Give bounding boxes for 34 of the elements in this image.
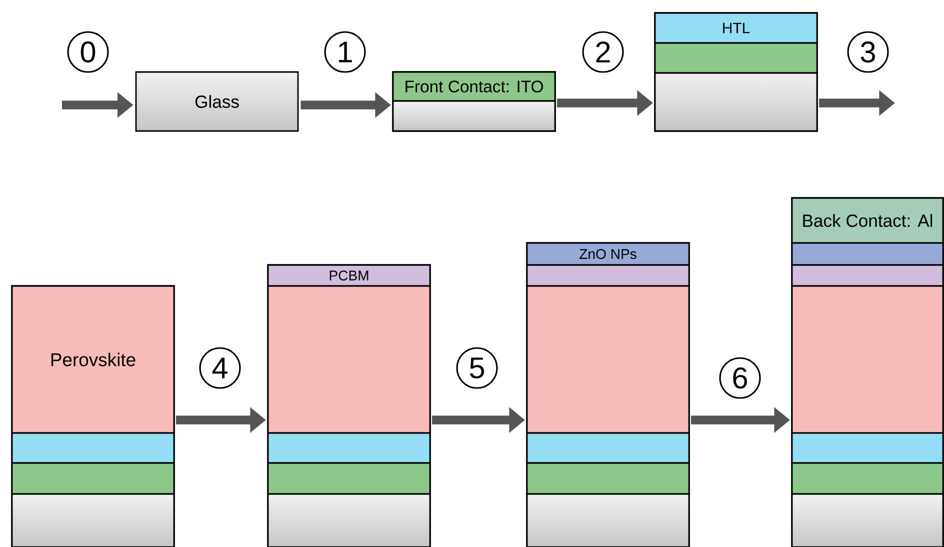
layer-band [791, 264, 944, 287]
layer-band [526, 462, 690, 495]
layer-band [791, 493, 944, 547]
layer-band [654, 42, 818, 74]
layer-band: Front Contact: ITO [392, 71, 556, 102]
layer-stack [11, 285, 175, 547]
layer-band [526, 285, 690, 434]
layer-band [791, 432, 944, 464]
layer-band [791, 285, 944, 434]
layer-band [267, 462, 431, 495]
layer-stack [654, 12, 818, 132]
layer-stack [267, 264, 431, 547]
layer-band [392, 100, 556, 132]
layer-band [267, 493, 431, 547]
layer-band: Back Contact: Al [791, 197, 944, 244]
layer-band [11, 462, 175, 495]
layer-band [526, 432, 690, 464]
layer-band: Glass [135, 71, 299, 132]
layer-stack [392, 71, 556, 132]
layer-band [267, 285, 431, 434]
layer-band: ZnO NPs [526, 242, 690, 266]
layer-band [654, 72, 818, 132]
layer-band: Perovskite [11, 285, 175, 434]
layer-band [11, 493, 175, 547]
layer-band [526, 264, 690, 287]
layer-band: PCBM [267, 264, 431, 287]
layer-stack [791, 197, 944, 547]
layer-band [11, 432, 175, 464]
layer-band: HTL [654, 12, 818, 44]
layer-band [791, 462, 944, 495]
layer-band [791, 242, 944, 266]
layer-band [526, 493, 690, 547]
layer-band [267, 432, 431, 464]
layer-stack [526, 242, 690, 547]
